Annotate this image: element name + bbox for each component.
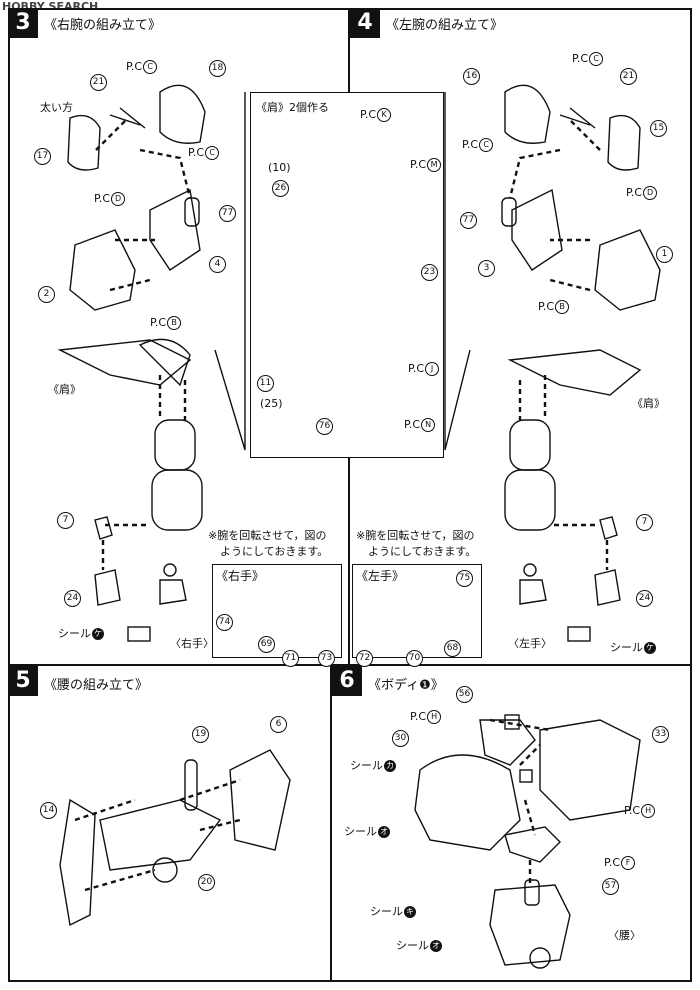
waist-label: 〈腰〉 — [608, 929, 641, 942]
part-74: 74 — [216, 614, 233, 631]
part-33: 33 — [652, 726, 669, 743]
seal-ke-left: シールケ — [610, 641, 656, 654]
section-5-title: 《腰の組み立て》 — [44, 678, 149, 693]
section-3-title: 《右腕の組み立て》 — [44, 18, 162, 33]
part-1: 1 — [656, 246, 673, 263]
seal-o-b: シールオ — [396, 939, 442, 952]
shoulder-label-right: 《肩》 — [48, 383, 81, 396]
part-14: 14 — [40, 802, 57, 819]
part-26: 26 — [272, 180, 289, 197]
section-6-number: 6 — [332, 666, 362, 696]
rotate-note-left-1: ※腕を回転させて，図の — [356, 529, 475, 542]
rotate-note-right-2: ようにしておきます。 — [220, 545, 329, 558]
part-70: 70 — [406, 650, 423, 667]
part-69: 69 — [258, 636, 275, 653]
rotate-note-left-2: ようにしておきます。 — [368, 545, 477, 558]
seal-ke-right: シールケ — [58, 627, 104, 640]
thick-side-label: 太い方 — [40, 101, 73, 114]
part-30: 30 — [392, 730, 409, 747]
part-72: 72 — [356, 650, 373, 667]
part-2: 2 — [38, 286, 55, 303]
part-10-label: (10) — [268, 161, 291, 174]
part-57: 57 — [602, 878, 619, 895]
part-76: 76 — [316, 418, 333, 435]
seal-ka: シールカ — [350, 759, 396, 772]
part-6: 6 — [270, 716, 287, 733]
part-20: 20 — [198, 874, 215, 891]
part-21-left: 21 — [620, 68, 637, 85]
divider-horizontal — [8, 664, 692, 666]
part-16: 16 — [463, 68, 480, 85]
section-4-title: 《左腕の組み立て》 — [386, 18, 504, 33]
part-24-right: 24 — [64, 590, 81, 607]
shoulder-subassembly-box — [250, 92, 444, 458]
part-25-label: (25) — [260, 397, 283, 410]
shoulder-label-left: 《肩》 — [632, 397, 665, 410]
section-6-title: 《ボディ❶》 — [368, 678, 444, 693]
shoulder-box-title: 《肩》2個作る — [256, 101, 329, 114]
part-4: 4 — [209, 256, 226, 273]
right-hand-box-title: 《右手》 — [216, 569, 265, 583]
part-77-left: 77 — [460, 212, 477, 229]
part-68: 68 — [444, 640, 461, 657]
section-3-number: 3 — [8, 8, 38, 38]
rotate-note-right-1: ※腕を回転させて，図の — [208, 529, 327, 542]
part-71: 71 — [282, 650, 299, 667]
part-11: 11 — [257, 375, 274, 392]
section-5-number: 5 — [8, 666, 38, 696]
left-hand-small-label: 〈左手〉 — [508, 637, 552, 650]
part-15: 15 — [650, 120, 667, 137]
seal-o-a: シールオ — [344, 825, 390, 838]
part-73: 73 — [318, 650, 335, 667]
divider-bottom-vertical — [330, 664, 332, 982]
part-3: 3 — [478, 260, 495, 277]
part-21-right: 21 — [90, 74, 107, 91]
part-19: 19 — [192, 726, 209, 743]
part-77-right: 77 — [219, 205, 236, 222]
part-23: 23 — [421, 264, 438, 281]
part-7-left: 7 — [636, 514, 653, 531]
seal-ki: シールキ — [370, 905, 416, 918]
part-7-right: 7 — [57, 512, 74, 529]
part-17: 17 — [34, 148, 51, 165]
left-hand-box-title: 《左手》 — [356, 569, 405, 583]
part-18: 18 — [209, 60, 226, 77]
part-75: 75 — [456, 570, 473, 587]
part-24-left: 24 — [636, 590, 653, 607]
part-56: 56 — [456, 686, 473, 703]
right-hand-small-label: 〈右手〉 — [170, 637, 214, 650]
section-4-number: 4 — [350, 8, 380, 38]
right-hand-box — [212, 564, 342, 658]
